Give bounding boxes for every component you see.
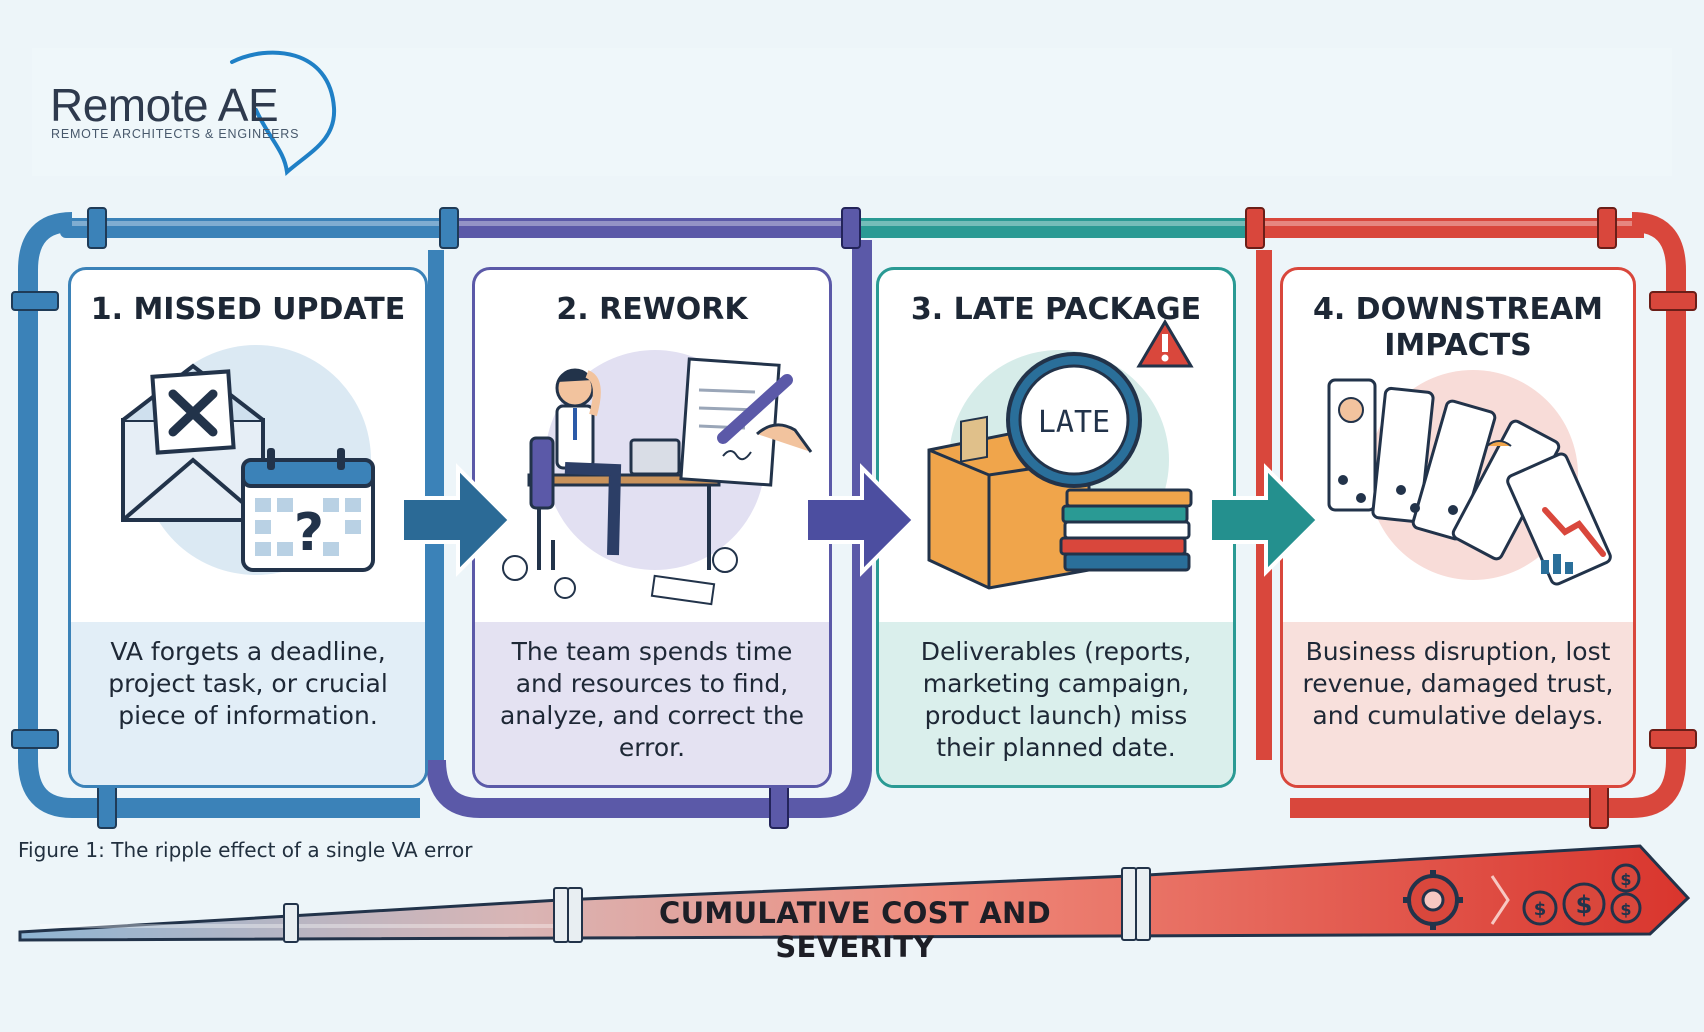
step-description: The team spends time and resources to fi… [499,637,805,762]
step-desc-area: Deliverables (reports, marketing campaig… [879,622,1233,785]
flow-arrow-1-2 [400,463,513,577]
svg-text:$: $ [1576,891,1593,919]
step-panel-downstream-impacts: 4. DOWNSTREAM IMPACTS Business disruptio… [1280,267,1636,788]
svg-text:$: $ [1620,900,1631,919]
step-description: Business disruption, lost revenue, damag… [1302,637,1614,730]
svg-text:?: ? [294,503,324,563]
step-description: VA forgets a deadline, project task, or … [108,637,388,730]
pipe-frame [11,207,1697,829]
step-title: 1. MISSED UPDATE [90,292,406,327]
figure-caption: Figure 1: The ripple effect of a single … [18,838,473,862]
falling-dominoes-icon [1327,370,1612,586]
step-panel-late-package: LATE 3. LATE PACKAGE Deliverables (repor… [876,267,1236,788]
step-title: 4. DOWNSTREAM IMPACTS [1312,292,1604,363]
svg-text:$: $ [1534,899,1547,920]
step-title: 2. REWORK [556,292,748,327]
step-desc-area: Business disruption, lost revenue, damag… [1283,622,1633,785]
logo-name: Remote AE [50,79,279,131]
step-desc-area: The team spends time and resources to fi… [475,622,829,785]
late-clock-box-icon: LATE [927,319,1194,590]
step-description: Deliverables (reports, marketing campaig… [920,637,1192,762]
svg-text:$: $ [1620,870,1631,889]
worker-desk-icon [502,350,813,606]
gear-dollar-icon: $ $ $ $ [1403,863,1642,930]
location-pin-icon [230,50,337,176]
envelope-calendar-icon: ? [121,345,375,575]
cost-severity-label: CUMULATIVE COST AND SEVERITY [658,896,1052,964]
logo-tagline: REMOTE ARCHITECTS & ENGINEERS [51,127,300,141]
step-title: 3. LATE PACKAGE [910,292,1202,327]
flow-arrow-2-3 [804,463,917,577]
flow-arrow-3-4 [1208,463,1321,577]
step-desc-area: VA forgets a deadline, project task, or … [71,622,425,785]
late-clock-label: LATE [1038,405,1110,440]
